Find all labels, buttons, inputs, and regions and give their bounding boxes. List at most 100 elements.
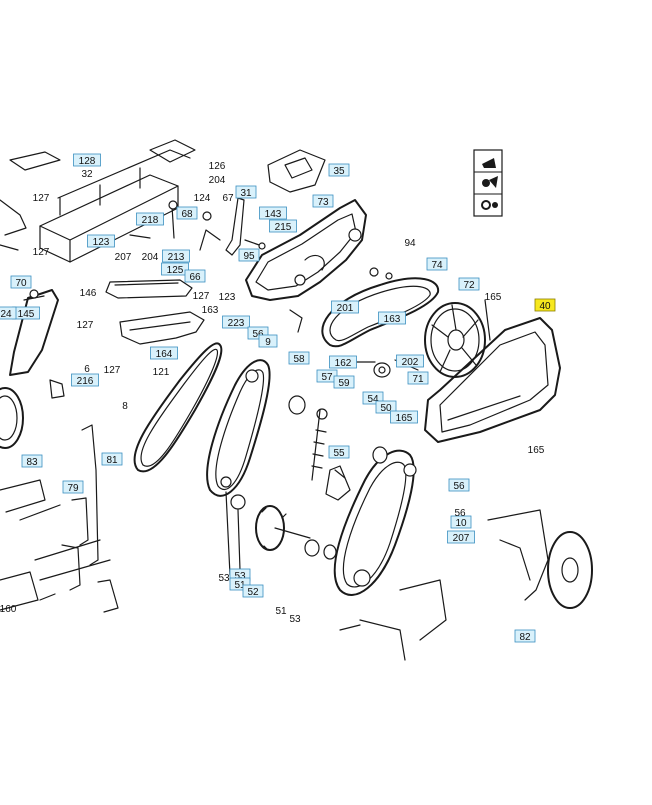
part-tag-label: 125 bbox=[167, 265, 184, 276]
part-tag-label: 55 bbox=[333, 448, 345, 459]
part-tag-label: 207 bbox=[453, 533, 470, 544]
part-tag-label: 53 bbox=[234, 571, 246, 582]
linkage-drawing bbox=[129, 197, 266, 256]
part-tag-label: 213 bbox=[168, 252, 185, 263]
part-tag-box bbox=[136, 212, 164, 226]
idler-drawing bbox=[354, 359, 419, 378]
part-label: 146 bbox=[80, 288, 97, 299]
gear-hazard-icon bbox=[481, 200, 498, 210]
part-label: 53 bbox=[218, 573, 230, 584]
part-tag-label: 56 bbox=[453, 481, 465, 492]
part-tag-label: 81 bbox=[106, 455, 118, 466]
part-label: 121 bbox=[153, 367, 170, 378]
part-tag-label: 9 bbox=[265, 337, 271, 348]
part-tag-label: 50 bbox=[380, 403, 392, 414]
engine-housing-drawing bbox=[267, 149, 326, 193]
part-tag-box bbox=[71, 373, 99, 387]
part-tag-box bbox=[150, 346, 178, 360]
part-label: 127 bbox=[193, 291, 210, 302]
part-tag-box bbox=[258, 334, 278, 348]
part-tag-box bbox=[333, 375, 355, 389]
warning-decal bbox=[473, 149, 503, 217]
part-tag-label: 31 bbox=[240, 188, 252, 199]
part-tag-box bbox=[101, 452, 123, 466]
part-tag-label: 83 bbox=[26, 457, 38, 468]
part-tag-label: 145 bbox=[18, 309, 35, 320]
part-tag-box bbox=[329, 355, 357, 369]
part-tag-box bbox=[396, 354, 424, 368]
part-tag-label: 68 bbox=[181, 209, 193, 220]
part-tag-label: 73 bbox=[317, 197, 329, 208]
part-tag-box bbox=[375, 400, 397, 414]
part-tag-box bbox=[458, 277, 480, 291]
part-tag-label: 10 bbox=[455, 518, 467, 529]
part-tag-box bbox=[242, 584, 264, 598]
part-tag-box bbox=[534, 298, 556, 312]
part-tag-box bbox=[73, 153, 101, 167]
part-tag-label: 58 bbox=[293, 354, 305, 365]
part-tag-box bbox=[238, 248, 260, 262]
part-tag-box bbox=[328, 445, 350, 459]
part-tag-box bbox=[235, 185, 257, 199]
part-label: 67 bbox=[222, 193, 234, 204]
belt-cover-drawing bbox=[424, 317, 561, 443]
part-tag-label: 165 bbox=[396, 413, 413, 424]
part-label: 123 bbox=[219, 292, 236, 303]
part-tag-label: 164 bbox=[156, 349, 173, 360]
part-tag-box bbox=[448, 478, 470, 492]
part-label: 6 bbox=[84, 364, 90, 375]
part-tag-label: 216 bbox=[77, 376, 94, 387]
part-tag-label: 51 bbox=[234, 580, 246, 591]
part-tag-box bbox=[62, 480, 84, 494]
part-tag-label: 82 bbox=[519, 632, 531, 643]
part-tag-label: 74 bbox=[431, 260, 443, 271]
part-tag-box bbox=[10, 275, 32, 289]
part-tag-box bbox=[269, 219, 297, 233]
part-tag-label: 223 bbox=[228, 318, 245, 329]
part-tag-label: 54 bbox=[367, 394, 379, 405]
part-tag-label: 35 bbox=[333, 166, 345, 177]
highlighted-part-label: 40 bbox=[539, 301, 551, 312]
part-label: 51 bbox=[275, 606, 287, 617]
part-tag-label: 128 bbox=[79, 156, 96, 167]
part-label: 160 bbox=[0, 604, 17, 615]
part-tag-label: 79 bbox=[67, 483, 79, 494]
part-label: 124 bbox=[194, 193, 211, 204]
part-tag-label: 70 bbox=[15, 278, 27, 289]
shaft-gear-drawing bbox=[255, 395, 351, 560]
part-tag-label: 95 bbox=[243, 251, 255, 262]
drill-hazard-icon bbox=[482, 158, 496, 168]
part-tag-label: 162 bbox=[335, 358, 352, 369]
gearbox-plate-drawing bbox=[245, 199, 367, 333]
part-tag-box bbox=[426, 257, 448, 271]
part-label: 56 bbox=[454, 508, 466, 519]
part-tag-label: 59 bbox=[338, 378, 350, 389]
part-label: 165 bbox=[485, 292, 502, 303]
part-tag-box bbox=[312, 194, 334, 208]
part-tag-label: 123 bbox=[93, 237, 110, 248]
part-label: 127 bbox=[33, 193, 50, 204]
hand-entanglement-icon bbox=[482, 176, 498, 188]
part-tag-box bbox=[21, 454, 43, 468]
lower-belt-drawing bbox=[133, 342, 223, 473]
part-tag-label: 24 bbox=[0, 309, 12, 320]
part-label: 204 bbox=[142, 252, 159, 263]
part-tag-box bbox=[222, 315, 250, 329]
part-label: 8 bbox=[122, 401, 128, 412]
part-tag-box bbox=[407, 371, 429, 385]
part-tag-box bbox=[328, 163, 350, 177]
part-label: 127 bbox=[33, 247, 50, 258]
part-tag-box bbox=[184, 269, 206, 283]
part-tag-box bbox=[514, 629, 536, 643]
part-label: 53 bbox=[289, 614, 301, 625]
part-tag-label: 57 bbox=[321, 372, 333, 383]
part-tag-label: 201 bbox=[337, 303, 354, 314]
part-tag-label: 72 bbox=[463, 280, 475, 291]
part-tag-box bbox=[176, 206, 198, 220]
left-tines-drawing bbox=[0, 289, 119, 613]
part-tag-box bbox=[288, 351, 310, 365]
part-label: 163 bbox=[202, 305, 219, 316]
part-label: 32 bbox=[81, 169, 93, 180]
